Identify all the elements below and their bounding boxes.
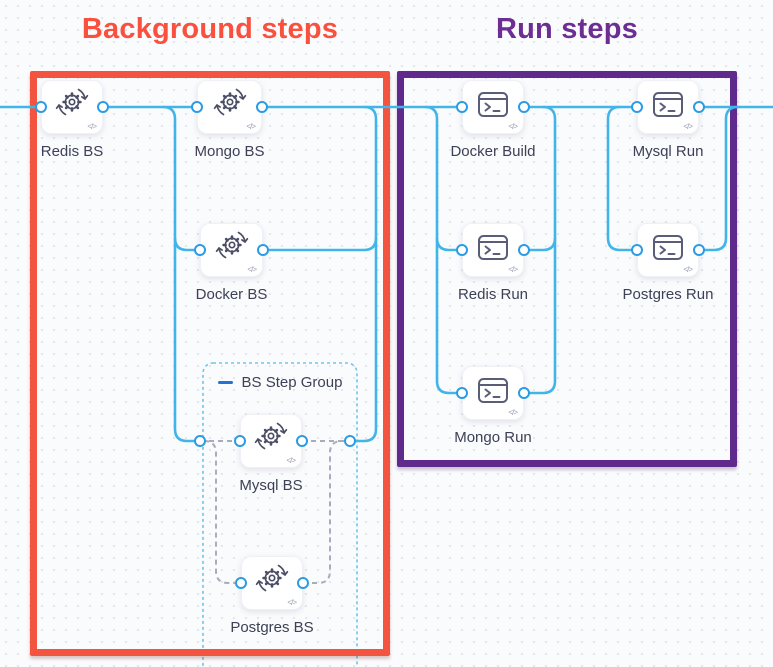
terminal-icon	[653, 92, 683, 117]
bs-step-group-label: BS Step Group	[241, 373, 343, 391]
step-card[interactable]: </>	[200, 223, 263, 277]
step-label: Mongo BS	[194, 143, 265, 160]
port[interactable]	[518, 244, 530, 256]
bs-step-group-header: BS Step Group	[203, 371, 357, 393]
step-label: Postgres BS	[230, 619, 314, 636]
code-icon: </>	[247, 265, 257, 274]
run-steps-group-outline	[397, 71, 737, 467]
code-icon: </>	[683, 265, 693, 274]
step-label: Mysql Run	[632, 143, 704, 160]
step-card[interactable]: </>	[637, 80, 699, 134]
step-card[interactable]: </>	[197, 80, 262, 134]
port[interactable]	[693, 244, 705, 256]
port[interactable]	[631, 101, 643, 113]
step-label: Docker BS	[195, 286, 268, 303]
terminal-icon	[478, 92, 508, 117]
code-icon: </>	[286, 456, 296, 465]
terminal-icon	[653, 235, 683, 260]
step-card[interactable]: </>	[462, 366, 524, 420]
sync-gear-icon	[254, 422, 288, 450]
port[interactable]	[234, 435, 246, 447]
step-label: Redis Run	[457, 286, 529, 303]
run-steps-title: Run steps	[496, 13, 638, 45]
code-icon: </>	[508, 408, 518, 417]
step-card[interactable]: </>	[462, 80, 524, 134]
port[interactable]	[194, 244, 206, 256]
port[interactable]	[35, 101, 47, 113]
collapse-icon[interactable]	[217, 380, 233, 384]
port[interactable]	[194, 435, 206, 447]
step-card[interactable]: </>	[240, 414, 302, 468]
step-label: Mysql BS	[239, 477, 303, 494]
port[interactable]	[456, 244, 468, 256]
terminal-icon	[478, 378, 508, 403]
step-label: Redis BS	[40, 143, 104, 160]
port[interactable]	[97, 101, 109, 113]
port[interactable]	[235, 577, 247, 589]
port[interactable]	[344, 435, 356, 447]
code-icon: </>	[508, 265, 518, 274]
port[interactable]	[257, 244, 269, 256]
code-icon: </>	[287, 598, 297, 607]
port[interactable]	[631, 244, 643, 256]
step-label: Docker Build	[450, 143, 536, 160]
step-card[interactable]: </>	[241, 556, 303, 610]
code-icon: </>	[246, 122, 256, 131]
port[interactable]	[456, 101, 468, 113]
port[interactable]	[518, 387, 530, 399]
port[interactable]	[518, 101, 530, 113]
background-steps-title: Background steps	[81, 13, 339, 45]
code-icon: </>	[87, 122, 97, 131]
step-card[interactable]: </>	[462, 223, 524, 277]
terminal-icon	[478, 235, 508, 260]
step-label: Mongo Run	[454, 429, 532, 446]
step-card[interactable]: </>	[41, 80, 103, 134]
port[interactable]	[256, 101, 268, 113]
port[interactable]	[693, 101, 705, 113]
port[interactable]	[456, 387, 468, 399]
code-icon: </>	[508, 122, 518, 131]
sync-gear-icon	[55, 88, 89, 116]
sync-gear-icon	[214, 231, 249, 259]
sync-gear-icon	[255, 564, 289, 592]
step-card[interactable]: </>	[637, 223, 699, 277]
port[interactable]	[296, 435, 308, 447]
port[interactable]	[297, 577, 309, 589]
step-label: Postgres Run	[622, 286, 714, 303]
code-icon: </>	[683, 122, 693, 131]
sync-gear-icon	[212, 88, 247, 116]
port[interactable]	[191, 101, 203, 113]
